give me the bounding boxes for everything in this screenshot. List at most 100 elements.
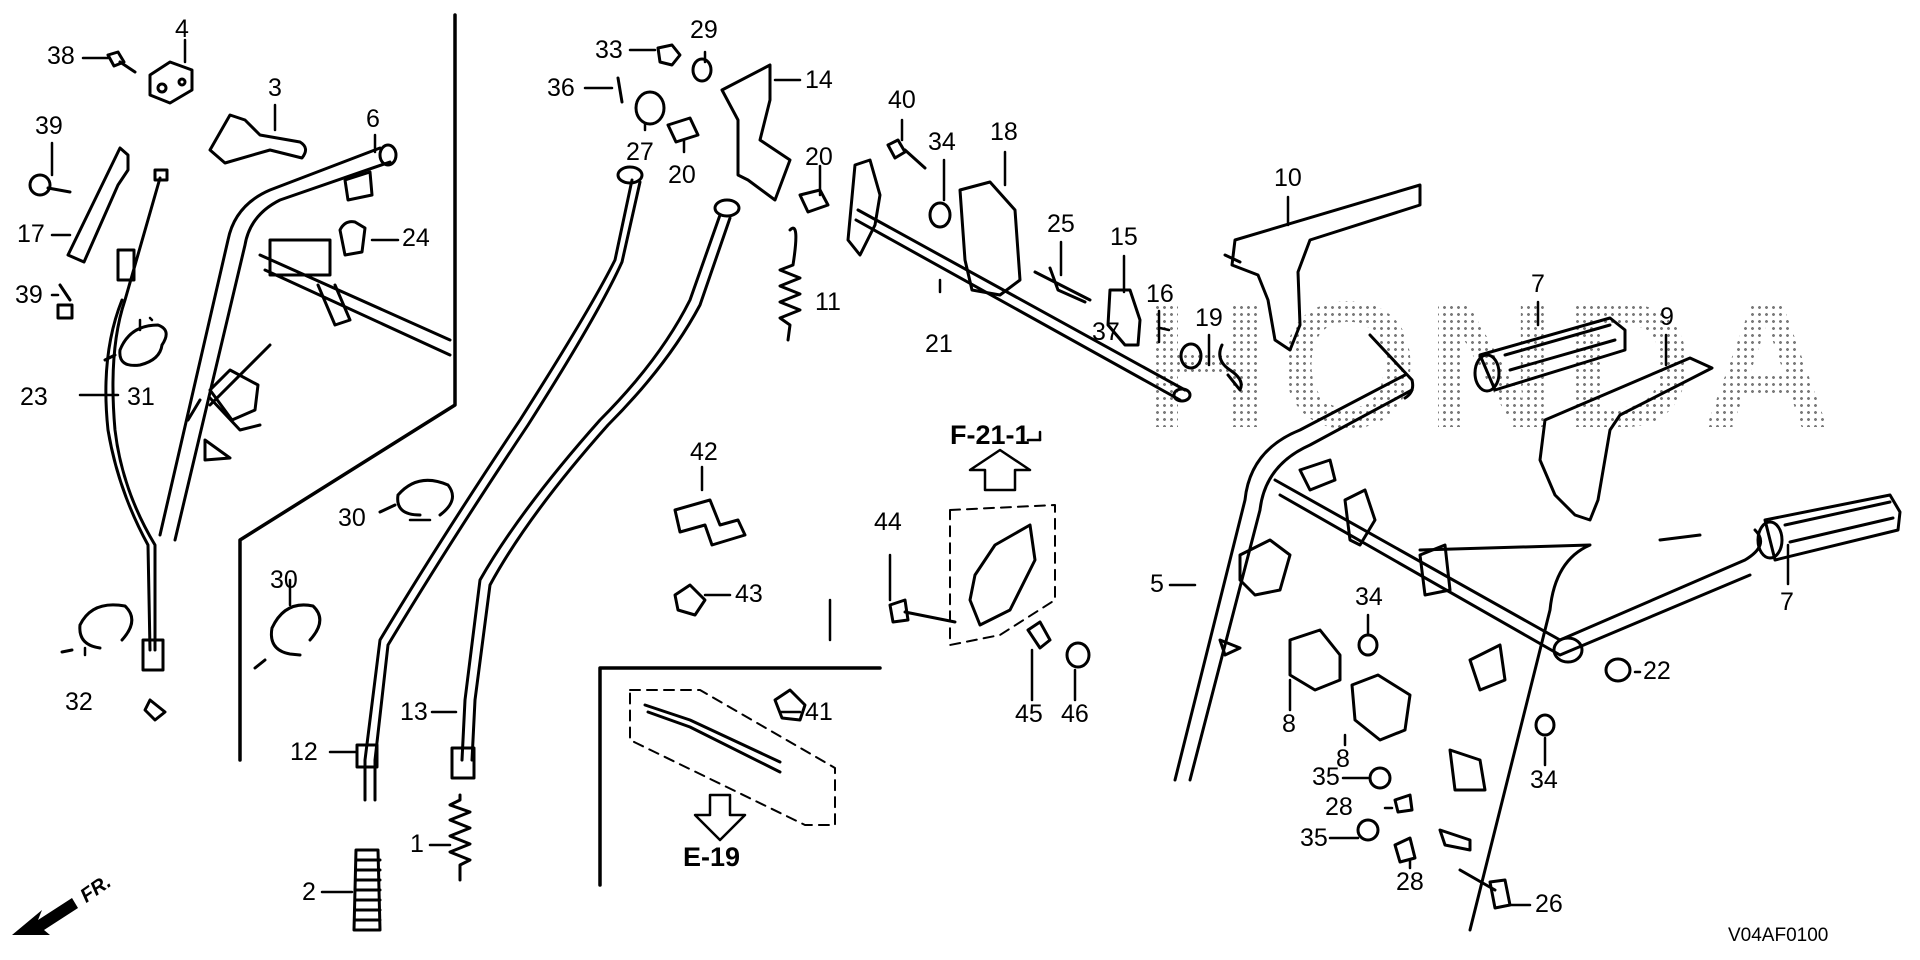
callout-30b: 30 [270,566,298,594]
callout-34: 34 [928,128,956,156]
callout-36: 36 [547,74,575,102]
callout-33: 33 [595,36,623,64]
callout-23: 23 [20,383,48,411]
part-29-washer [693,59,711,81]
callout-4: 4 [175,15,189,43]
part-20-collar [668,118,698,142]
callout-39b: 39 [15,281,43,309]
callout-24: 24 [402,224,430,252]
part-45-clip [1028,622,1050,648]
f21-dashed-box [950,505,1055,645]
callout-3: 3 [268,74,282,102]
part-7-grip-upper [1475,318,1625,391]
callout-26: 26 [1535,890,1563,918]
reference-e19[interactable]: E-19 [683,842,741,872]
callout-38: 38 [47,42,75,70]
callout-13: 13 [400,698,428,726]
callout-22: 22 [1643,657,1671,685]
part-16-washer [1181,344,1201,368]
part-14-bracket [722,65,790,200]
part-5-handle-frame [1175,335,1761,930]
callout-31: 31 [127,383,155,411]
part-40-bolt [888,140,925,168]
part-28-clip-upper [1395,795,1412,812]
callout-15: 15 [1110,223,1138,251]
part-35-nut-upper [1370,768,1390,788]
part-34-nut-mid [1359,635,1377,655]
callout-2: 2 [302,878,316,906]
callout-46: 46 [1061,700,1089,728]
callout-19: 19 [1195,304,1223,332]
part-6-handle-frame [160,145,450,540]
callout-21: 21 [925,330,953,358]
part-8-mount-lower [1352,675,1410,740]
part-7-grip-lower [1758,495,1900,560]
part-31-clip [105,325,166,365]
part-28-clip-lower [1395,838,1415,862]
part-35-nut-lower [1358,820,1378,840]
reference-f21-1[interactable]: F-21-1 [950,420,1030,450]
part-9-lever [1540,358,1712,520]
e19-arrow-down [695,795,745,840]
callout-35b: 35 [1300,824,1328,852]
callout-11: 11 [815,288,841,316]
part-34-nut [930,203,950,227]
part-18-cover [960,182,1020,295]
part-34-nut-right [1536,715,1554,735]
section-divider [240,15,455,760]
callout-12: 12 [290,738,318,766]
callout-43: 43 [735,580,763,608]
callout-42: 42 [690,438,718,466]
callout-34b: 34 [1355,583,1383,611]
part-hood-piece [970,525,1035,625]
part-15-cam [1108,290,1140,345]
part-39-bolt [30,175,50,195]
callout-6: 6 [366,105,380,133]
callout-18: 18 [990,118,1018,146]
part-12-cable [365,180,632,800]
part-46-nut [1067,643,1089,667]
e19-dashed-box [630,690,835,825]
callout-44: 44 [874,508,902,536]
fr-arrow-icon [12,898,78,935]
part-41-clip [775,690,805,720]
callout-8b: 8 [1336,745,1350,773]
inset-frame [600,668,880,885]
callout-37: 37 [1092,318,1120,346]
part-22-nut [1606,659,1630,681]
callout-9: 9 [1660,303,1674,331]
part-30-clip-upper [380,480,453,515]
part-24-clip [340,222,365,255]
callout-7: 7 [1531,270,1545,298]
callout-29: 29 [690,16,718,44]
part-30-clip-lower [255,605,320,668]
callout-5: 5 [1150,570,1164,598]
callout-35: 35 [1312,763,1340,791]
part-20-collar-right [800,190,828,212]
callout-32: 32 [65,688,93,716]
callout-17: 17 [17,220,45,248]
callout-25: 25 [1047,210,1075,238]
callout-10: 10 [1274,164,1302,192]
part-42-bracket [675,500,745,545]
callout-20: 20 [668,161,696,189]
part-25-stud [1035,268,1090,302]
callout-8: 8 [1282,710,1296,738]
callout-39: 39 [35,112,63,140]
part-bracket-shaft [848,160,880,255]
part-1-spring [450,795,470,880]
part-43-clip [675,585,705,615]
callout-28b: 28 [1396,868,1424,896]
callout-40: 40 [888,86,916,114]
part-32-clip [62,605,132,652]
f21-arrow-up [970,450,1030,490]
diagram-code: V04AF0100 [1728,925,1829,946]
callout-41: 41 [805,698,833,726]
callout-16: 16 [1146,280,1174,308]
callout-28: 28 [1325,793,1353,821]
part-8-mount-upper [1290,630,1340,690]
callout-45: 45 [1015,700,1043,728]
part-3-lever [210,115,306,163]
